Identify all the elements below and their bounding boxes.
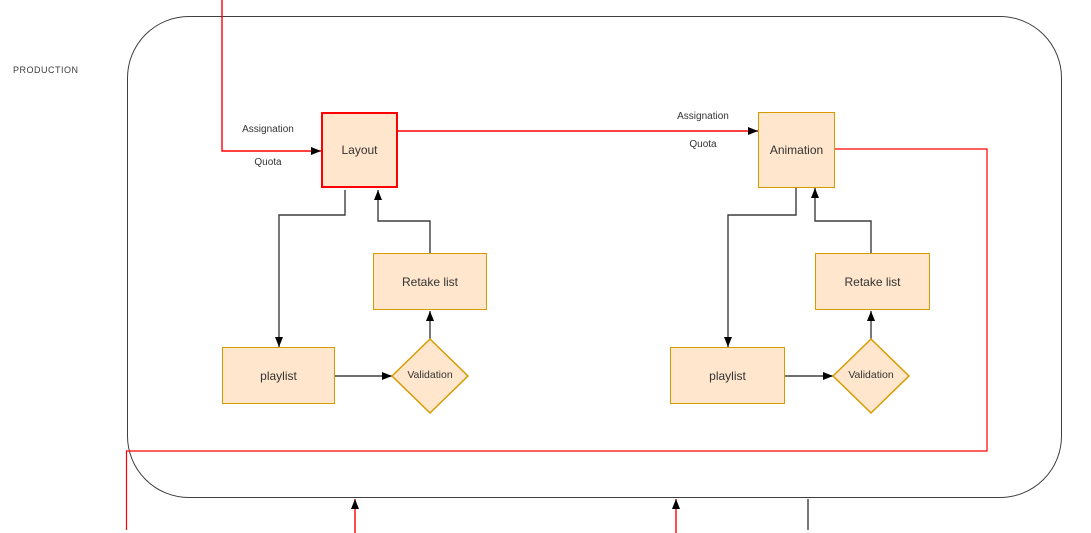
animation-node[interactable]: Animation — [758, 112, 835, 188]
quota-label-left: Quota — [254, 157, 282, 168]
playlist-node-left[interactable]: playlist — [222, 347, 335, 404]
playlist-node-left-label: playlist — [260, 368, 297, 383]
assignation-label-left: Assignation — [242, 124, 294, 135]
edge-retake-to-layout — [374, 190, 431, 253]
edge-external-to-layout — [221, 0, 321, 155]
retake-list-node-left-label: Retake list — [401, 274, 459, 289]
retake-list-node-left[interactable]: Retake list — [373, 253, 487, 310]
production-boundary[interactable] — [127, 16, 1062, 498]
edge-retake-to-animation — [811, 188, 872, 253]
validation-label-left: Validation — [407, 369, 453, 381]
layout-node[interactable]: Layout — [321, 112, 398, 188]
playlist-node-right-label: playlist — [709, 368, 746, 383]
validation-diamond-left[interactable] — [390, 337, 470, 415]
layout-node-label: Layout — [341, 143, 378, 157]
retake-list-node-right-label: Retake list — [844, 274, 901, 289]
retake-list-node-right[interactable]: Retake list — [815, 253, 930, 310]
edge-animation-bottom-loop — [125, 148, 988, 530]
validation-diamond-right[interactable] — [831, 337, 911, 415]
quota-label-right: Quota — [689, 139, 717, 150]
playlist-node-right[interactable]: playlist — [670, 347, 785, 404]
edge-animation-to-playlist — [724, 188, 797, 347]
animation-node-label: Animation — [769, 143, 824, 157]
production-label: PRODUCTION — [13, 65, 79, 75]
assignation-label-right: Assignation — [677, 111, 729, 122]
validation-label-right: Validation — [848, 369, 894, 381]
edge-layout-to-playlist — [275, 190, 346, 347]
